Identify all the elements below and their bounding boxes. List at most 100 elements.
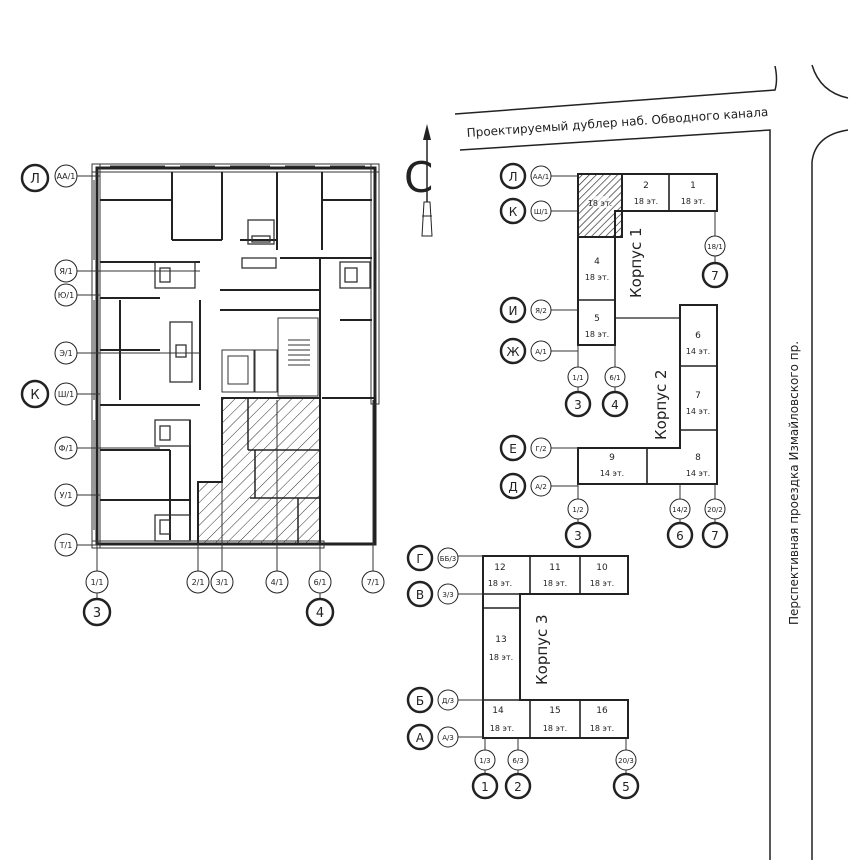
axis-bubble: Е Г/2 [499,434,552,462]
svg-text:2/1: 2/1 [192,578,205,587]
axis-bubble: 20/2 7 [701,498,729,549]
section-label: 18 эт. [590,579,614,588]
svg-text:Э/1: Э/1 [59,349,72,358]
korpus-label: Корпус 2 [652,369,670,440]
korpus-1: 18 эт. 2 18 эт. 1 18 эт. 4 18 эт. 5 18 э… [499,162,729,418]
section-label: 9 [609,453,615,463]
svg-text:6: 6 [676,529,684,543]
svg-text:Ш/1: Ш/1 [58,390,74,399]
axis-bubble: 6/3 2 [504,749,532,800]
section-label: 14 эт. [686,407,710,416]
section-label: 18 эт. [585,273,609,282]
section-label: 5 [594,314,600,324]
section-label: 18 эт. [543,724,567,733]
axis-bubble: 14/2 6 [666,498,694,549]
svg-text:Ю/1: Ю/1 [58,291,74,300]
axis-bubble: Г ББ/3 [406,544,459,572]
section-label: 18 эт. [489,653,513,662]
floor-plan-bottom-axes: 1/1 3 2/1 3/1 4/1 6/1 4 [82,400,385,627]
section-label: 18 эт. [590,724,614,733]
axis-bubble: И Я/2 [499,296,552,324]
axis-bubble: 20/3 5 [612,749,640,800]
axis-bubble: 2/1 [186,570,210,594]
svg-text:5: 5 [622,780,630,794]
svg-text:20/3: 20/3 [618,757,634,765]
axis-bubble: Б Д/3 [406,686,459,714]
section-label: 1 [690,181,696,191]
north-arrow: С [404,124,433,237]
svg-text:А: А [416,731,425,745]
axis-bubble: Т/1 [54,533,78,557]
svg-text:1/2: 1/2 [572,506,583,514]
svg-text:К: К [30,388,39,403]
section-label: 12 [494,563,505,573]
svg-text:Я/1: Я/1 [59,267,72,276]
section-label: 14 эт. [686,347,710,356]
section-label: 8 [695,453,701,463]
svg-text:Д: Д [508,480,517,494]
section-label: 14 [492,706,504,716]
axis-bubble: Д А/2 [499,472,552,500]
axis-bubble: Ю/1 [54,283,78,307]
korpus-2: 6 14 эт. 7 14 эт. 8 14 эт. 9 14 эт. Корп… [499,304,729,549]
axis-bubble: 1/2 3 [564,498,592,549]
floor-plan: Л АА/1 Я/1 Ю/1 Э/1 К Ш/1 [20,163,385,627]
floor-plan-left-axes: Л АА/1 Я/1 Ю/1 Э/1 К Ш/1 [20,163,200,557]
svg-text:6/1: 6/1 [314,578,327,587]
svg-text:Т/1: Т/1 [59,541,73,550]
section-label: 18 эт. [490,724,514,733]
korpus-3: 12 18 эт. 11 18 эт. 10 18 эт. 13 18 эт. … [406,544,640,800]
axis-bubble: А А/3 [406,723,459,751]
korpus-label: Корпус 3 [533,614,551,685]
svg-text:Б: Б [416,694,424,708]
svg-text:6/3: 6/3 [512,757,523,765]
svg-text:Ш/1: Ш/1 [534,208,548,216]
svg-text:1/1: 1/1 [91,578,104,587]
svg-text:4: 4 [316,606,324,621]
svg-text:У/1: У/1 [60,491,73,500]
svg-text:3: 3 [574,529,582,543]
svg-text:4/1: 4/1 [271,578,284,587]
svg-text:Г/2: Г/2 [535,445,546,453]
axis-bubble: Я/1 [54,259,78,283]
svg-text:АА/1: АА/1 [57,172,76,181]
svg-text:А/3: А/3 [442,734,454,742]
svg-text:20/2: 20/2 [707,506,723,514]
svg-text:В: В [416,588,424,602]
section-label: 18 эт. [585,330,609,339]
axis-bubble: Ж А/1 [499,337,552,365]
svg-text:2: 2 [514,780,522,794]
svg-text:1: 1 [481,780,489,794]
section-label: 18 эт. [634,197,658,206]
section-label: 16 [596,706,608,716]
svg-text:7: 7 [711,529,719,543]
svg-text:3: 3 [93,606,101,621]
axis-bubble: К Ш/1 [20,379,78,409]
section-label: 7 [695,391,701,401]
svg-text:1/1: 1/1 [572,374,583,382]
svg-text:7: 7 [711,269,719,283]
axis-bubble: 1/1 3 [82,570,112,627]
axis-bubble: Л АА/1 [20,163,78,193]
svg-text:14/2: 14/2 [672,506,688,514]
axis-bubble: 6/1 4 [601,366,629,418]
section-label: 6 [695,331,701,341]
korpus-label: Корпус 1 [627,227,645,298]
svg-text:Ф/1: Ф/1 [59,444,74,453]
road-label-right: Перспективная проездка Измайловского пр. [787,341,801,625]
axis-bubble: К Ш/1 [499,197,552,225]
svg-text:18/1: 18/1 [707,243,723,251]
svg-text:Ж: Ж [507,345,520,359]
svg-text:6/1: 6/1 [609,374,620,382]
axis-bubble: В З/3 [406,580,459,608]
svg-text:Л: Л [30,172,40,187]
axis-bubble: 18/1 7 [701,235,729,289]
section-label: 2 [643,181,649,191]
axis-bubble: У/1 [54,483,78,507]
north-label: С [404,153,433,202]
section-label: 18 эт. [681,197,705,206]
svg-text:К: К [509,205,518,219]
axis-bubble: 6/1 4 [305,570,335,627]
svg-text:4: 4 [611,398,619,412]
